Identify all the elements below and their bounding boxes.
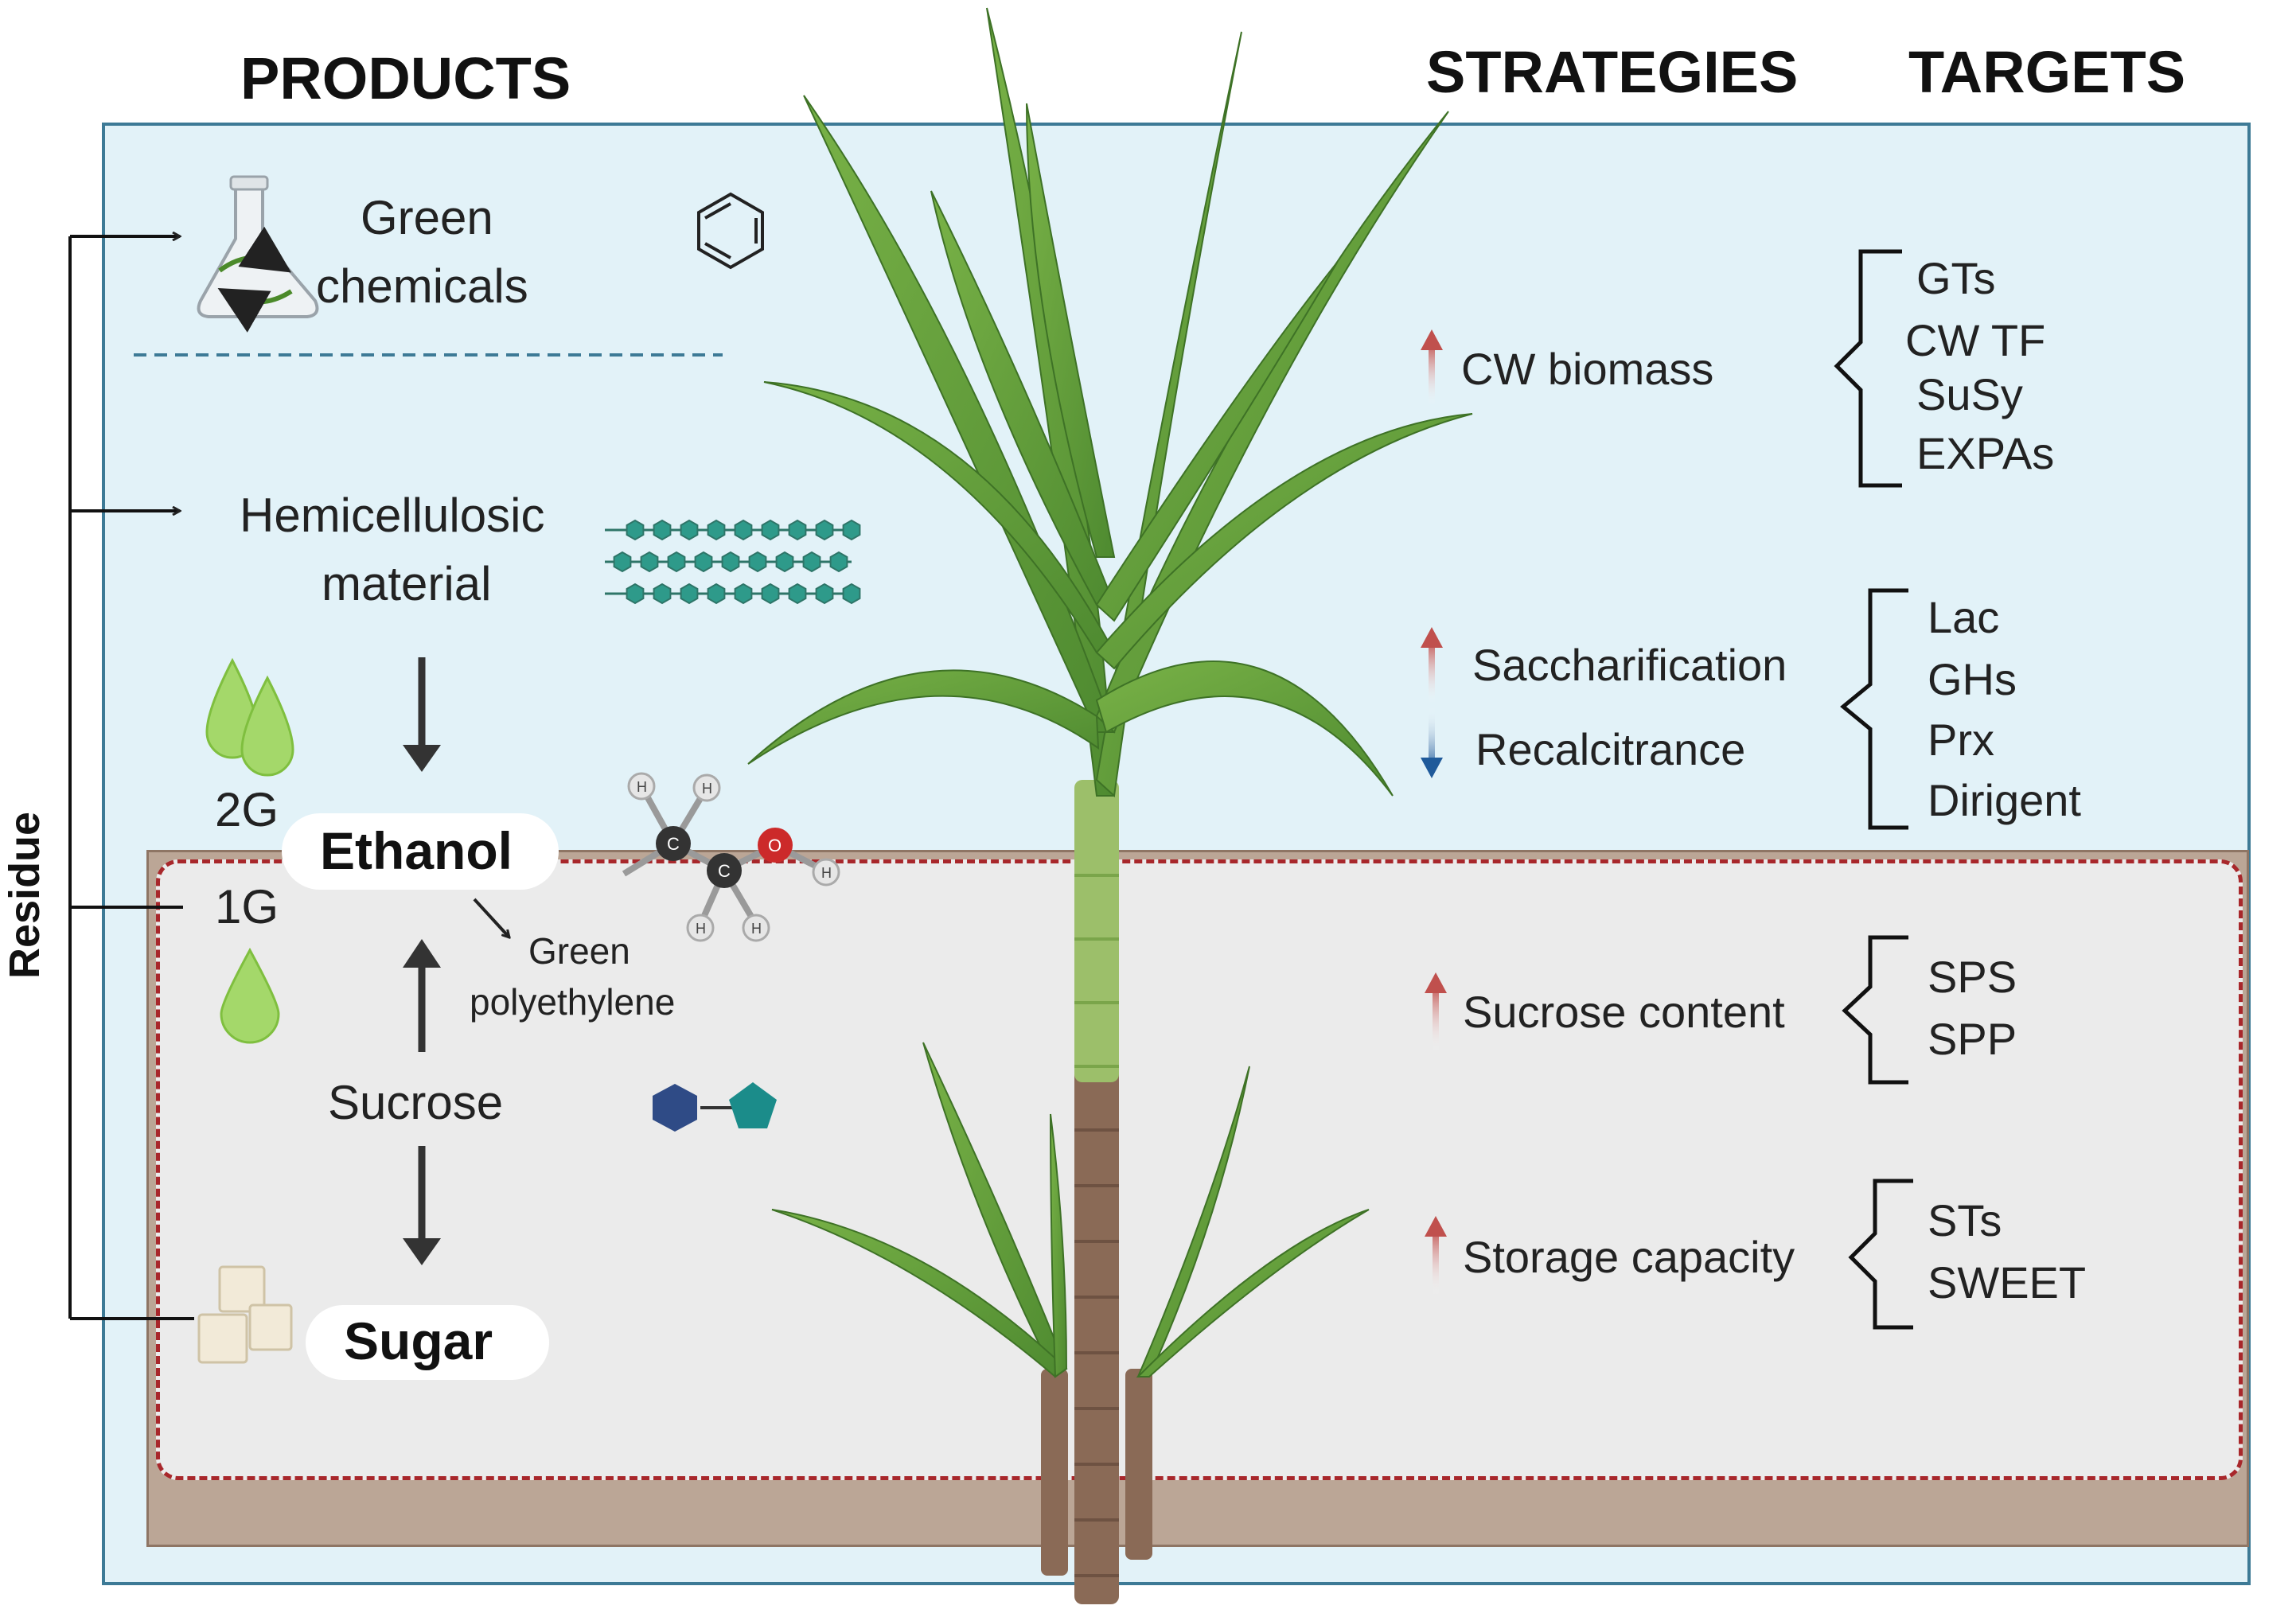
sugar-ring [842, 583, 861, 605]
sugar-ring [761, 519, 780, 541]
sugar-ring [734, 519, 753, 541]
sugar-cubes-icon [197, 1265, 293, 1364]
sugar-ring [626, 583, 645, 605]
ethanol-label: Ethanol [320, 821, 513, 880]
sugar-ring [829, 551, 848, 573]
target-dirigent: Dirigent [1928, 775, 2081, 825]
sugar-ring [748, 551, 767, 573]
sugar-label: Sugar [344, 1311, 493, 1370]
sugar-ring [626, 519, 645, 541]
arrow-up-sucrose-content [1425, 972, 1447, 1052]
strategy-saccharification: Saccharification [1472, 640, 1787, 690]
target-spp: SPP [1928, 1014, 2017, 1064]
target-gts: GTs [1916, 253, 1996, 303]
sucrose-label: Sucrose [328, 1076, 504, 1129]
target-sweet: SWEET [1928, 1257, 2087, 1307]
atom-o-label: O [768, 836, 782, 855]
sugar-pill [306, 1305, 549, 1380]
benzene-icon [697, 192, 764, 270]
hemicellulosic-line1: Hemicellulosic [240, 489, 545, 542]
atom-h1-label: H [637, 779, 647, 795]
atom-h4-label: H [751, 921, 762, 937]
sugar-ring [653, 519, 672, 541]
arrow-down-recalcitrance [1421, 707, 1443, 778]
targets-header: TARGETS [1908, 39, 2186, 105]
target-sps: SPS [1928, 952, 2017, 1002]
ethanol-pill [282, 813, 559, 890]
green-chemicals-line2: chemicals [316, 259, 528, 313]
gen1-label: 1G [215, 880, 279, 933]
sugar-ring [775, 551, 794, 573]
sugar-ring [721, 551, 740, 573]
sugar-ring [694, 551, 713, 573]
sugar-ring [788, 519, 807, 541]
sugarcane-plant-illustration [747, 7, 1473, 1604]
sugar-ring [680, 519, 699, 541]
flow-arrows [403, 657, 441, 1265]
sugar-ring [613, 551, 632, 573]
target-lac: Lac [1928, 592, 2000, 642]
atom-h3-label: H [696, 921, 706, 937]
sugar-ring [667, 551, 686, 573]
strategies-header: STRATEGIES [1426, 39, 1799, 105]
target-ghs: GHs [1928, 654, 2017, 704]
strategy-sucrose-content: Sucrose content [1463, 987, 1785, 1037]
atom-h2-label: H [702, 781, 712, 797]
sugar-ring [653, 583, 672, 605]
polyethylene-arrow [473, 898, 509, 937]
green-polyethylene-line2: polyethylene [470, 981, 676, 1023]
ethanol-molecule-icon [622, 772, 840, 942]
target-expas: EXPAs [1916, 428, 2055, 478]
atom-c1-label: C [667, 834, 680, 854]
arrow-up-storage-capacity [1425, 1216, 1447, 1296]
sucrose-molecule-icon [653, 1082, 777, 1132]
residue-bracket [68, 236, 194, 1320]
target-cw-tf: CW TF [1905, 315, 2046, 365]
sugar-ring [707, 583, 726, 605]
sugar-ring [707, 519, 726, 541]
target-susy: SuSy [1916, 369, 2023, 419]
target-sts: STs [1928, 1195, 2002, 1245]
strategy-recalcitrance: Recalcitrance [1475, 724, 1746, 774]
sugar-ring [842, 519, 861, 541]
arrow-up-saccharification [1421, 627, 1443, 703]
flask-icon [197, 175, 319, 333]
arrow-up-cw-biomass [1421, 329, 1443, 406]
sugar-ring [680, 583, 699, 605]
atom-c2-label: C [718, 861, 731, 881]
residue-label: Residue [1, 811, 49, 979]
sugar-ring [815, 583, 834, 605]
atom-h5-label: H [821, 865, 832, 881]
strategy-cw-biomass: CW biomass [1461, 344, 1714, 394]
sugar-ring [761, 583, 780, 605]
target-brackets [1834, 249, 1913, 1330]
hemicellulose-chain-icon [605, 519, 861, 605]
drop-1g-icon [220, 947, 280, 1044]
sugar-ring [788, 583, 807, 605]
sugar-ring [815, 519, 834, 541]
sugar-ring [802, 551, 821, 573]
sugar-ring [734, 583, 753, 605]
green-polyethylene-line1: Green [528, 930, 630, 972]
hemicellulosic-line2: material [322, 557, 492, 610]
target-prx: Prx [1928, 715, 1994, 765]
strategy-storage-capacity: Storage capacity [1463, 1232, 1795, 1282]
gen2-label: 2G [215, 783, 279, 836]
strategy-arrows [1421, 329, 1447, 1296]
green-chemicals-line1: Green [361, 191, 493, 244]
products-header: PRODUCTS [240, 45, 571, 111]
sugar-ring [640, 551, 659, 573]
drop-2g-icon [205, 657, 294, 777]
